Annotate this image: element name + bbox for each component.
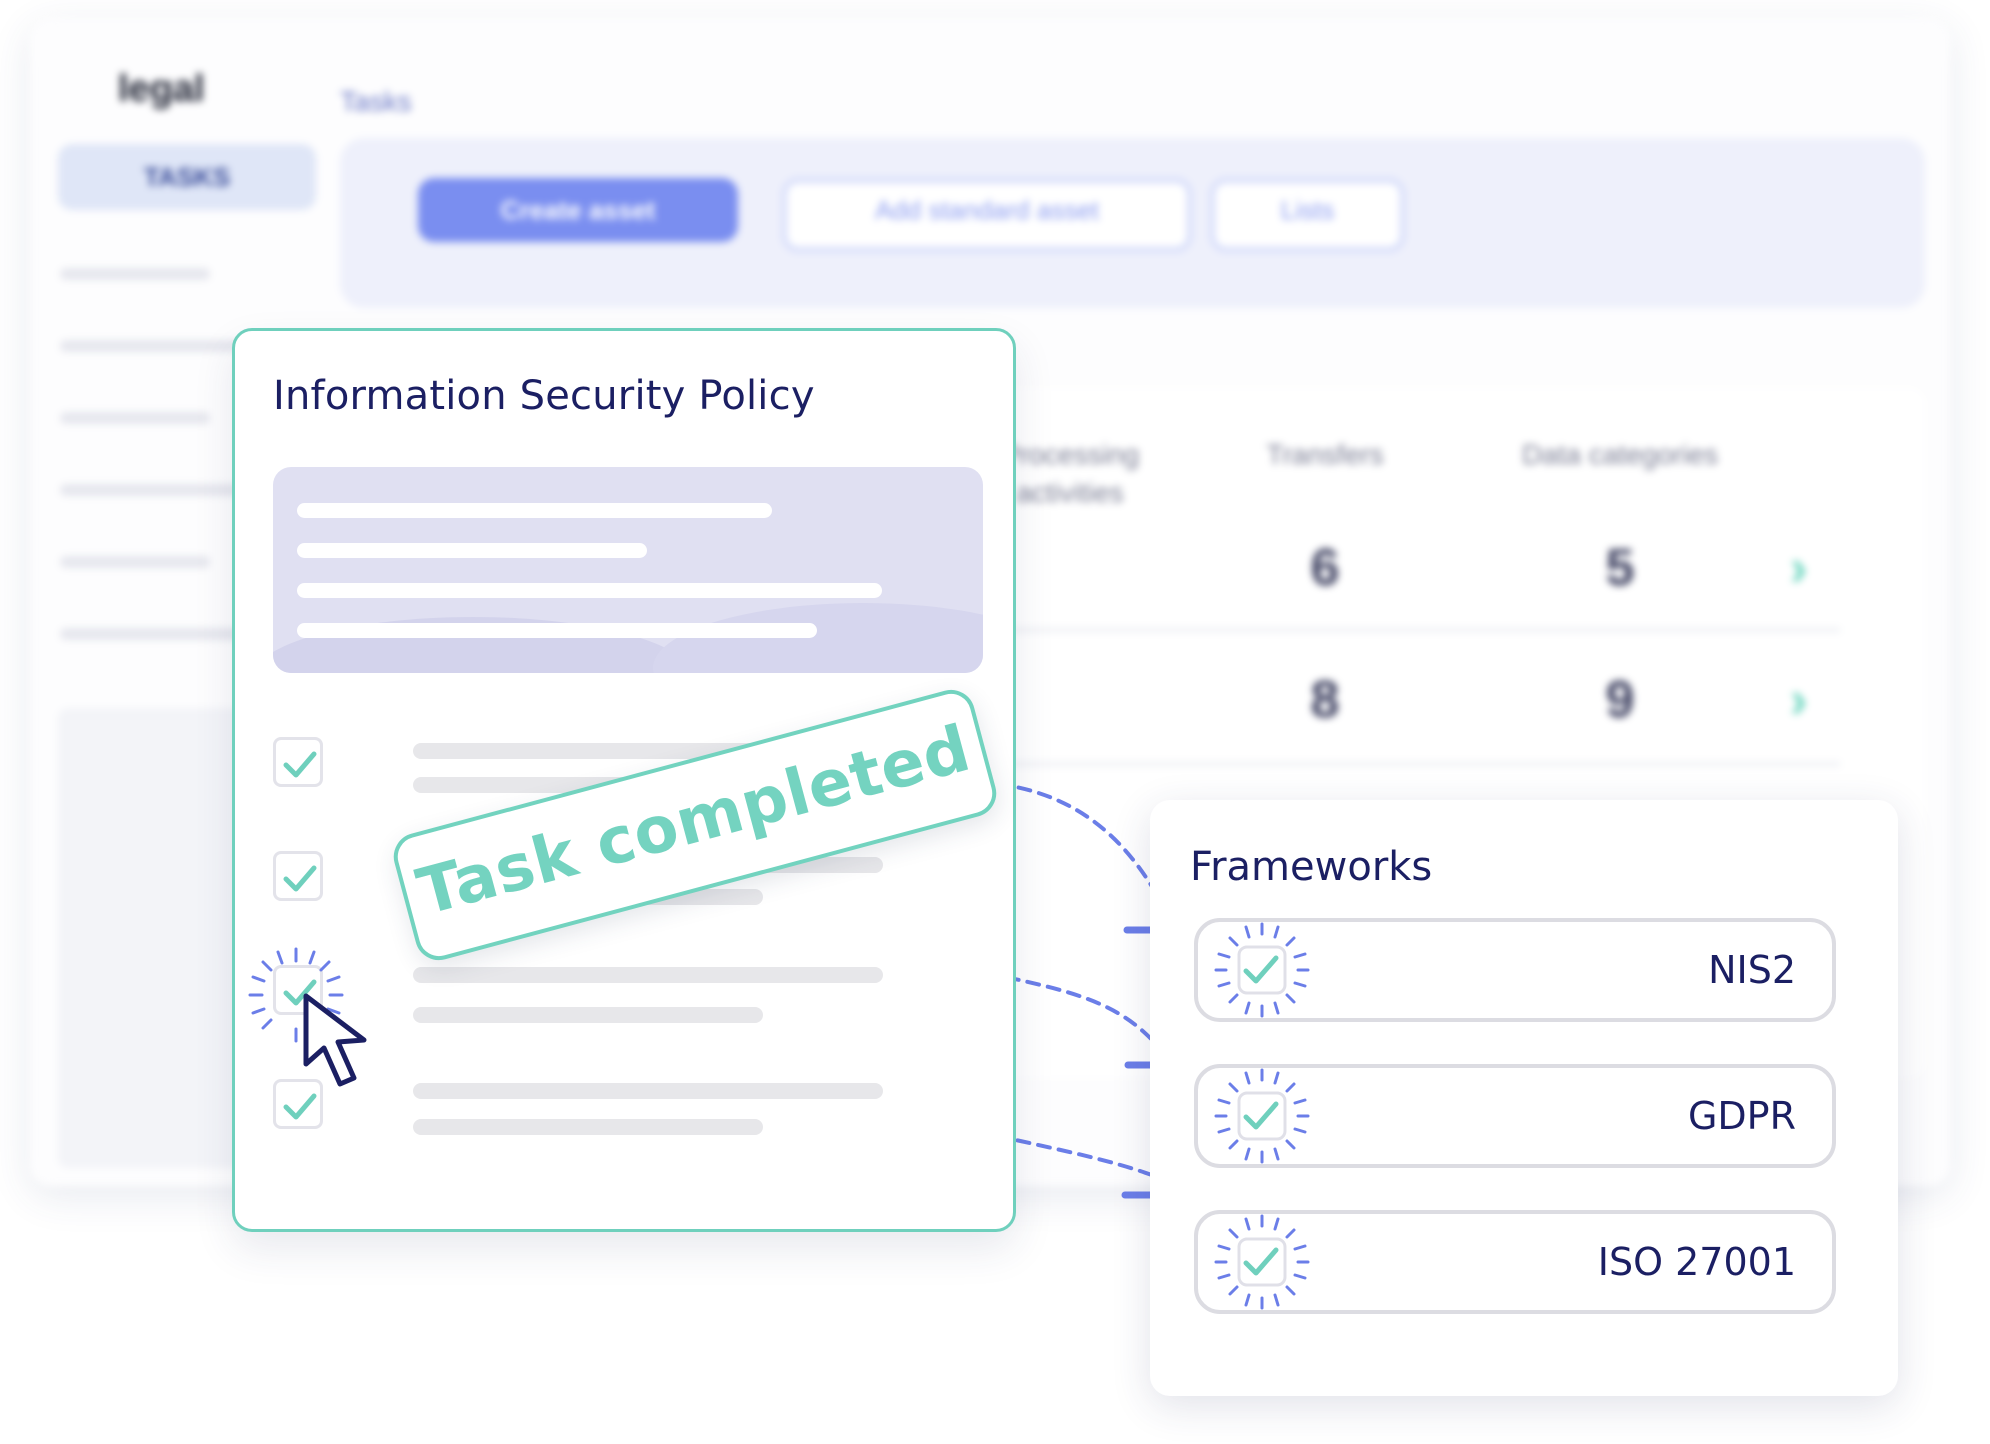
framework-label: ISO 27001 (1597, 1240, 1796, 1284)
document-preview (273, 467, 983, 673)
app-logo: legal (118, 68, 205, 110)
chevron-right-icon[interactable]: › (1790, 671, 1808, 729)
task-checkbox[interactable] (273, 851, 323, 901)
create-asset-button[interactable]: Create asset (418, 178, 738, 242)
check-icon (283, 1093, 317, 1120)
lists-button[interactable]: Lists (1210, 178, 1405, 252)
table-cell: 6 (1310, 539, 1340, 597)
sidebar-item[interactable] (60, 556, 210, 568)
check-icon (283, 865, 317, 892)
cursor-icon (303, 993, 367, 1087)
framework-item-nis2[interactable]: NIS2 (1194, 918, 1836, 1022)
chevron-right-icon[interactable]: › (1790, 539, 1808, 597)
framework-item-iso-27001[interactable]: ISO 27001 (1194, 1210, 1836, 1314)
task-row (273, 965, 983, 1045)
table-cell: 9 (1605, 671, 1635, 729)
check-icon (283, 751, 317, 778)
policy-title: Information Security Policy (273, 373, 815, 419)
table-cell: 5 (1605, 539, 1635, 597)
table-cell: 8 (1310, 671, 1340, 729)
row-divider (910, 628, 1840, 632)
sidebar-item[interactable] (60, 268, 210, 280)
framework-label: NIS2 (1708, 948, 1796, 992)
task-text-line (413, 1119, 763, 1135)
check-icon (1214, 1214, 1310, 1310)
text-line (297, 583, 882, 598)
sidebar-item[interactable] (60, 628, 260, 640)
column-header-transfers: Transfers (1266, 439, 1384, 470)
sidebar-item[interactable] (60, 484, 240, 496)
frameworks-title: Frameworks (1190, 844, 1433, 890)
frameworks-card: Frameworks NIS2 (1150, 800, 1898, 1396)
task-checkbox[interactable] (273, 1079, 323, 1129)
breadcrumb[interactable]: Tasks (340, 86, 412, 117)
text-line (297, 623, 817, 638)
check-icon (283, 979, 317, 1006)
task-text-line (413, 1083, 883, 1099)
task-checkbox-active[interactable] (273, 965, 323, 1015)
framework-item-gdpr[interactable]: GDPR (1194, 1064, 1836, 1168)
task-text-line (413, 967, 883, 983)
sidebar-item[interactable] (60, 412, 210, 424)
framework-label: GDPR (1687, 1094, 1796, 1138)
text-line (297, 503, 772, 518)
column-header-processing: Processing activities (1000, 439, 1140, 508)
sidebar-item-tasks[interactable]: TASKS (58, 144, 316, 210)
task-row (273, 1079, 983, 1159)
check-icon (1214, 922, 1310, 1018)
column-header-data-categories: Data categories (1521, 439, 1719, 470)
check-icon (1214, 1068, 1310, 1164)
task-text-line (413, 1007, 763, 1023)
task-checkbox[interactable] (273, 737, 323, 787)
row-divider (910, 762, 1840, 766)
sidebar-item[interactable] (60, 340, 250, 352)
add-standard-asset-button[interactable]: Add standard asset (782, 178, 1192, 252)
text-line (297, 543, 647, 558)
